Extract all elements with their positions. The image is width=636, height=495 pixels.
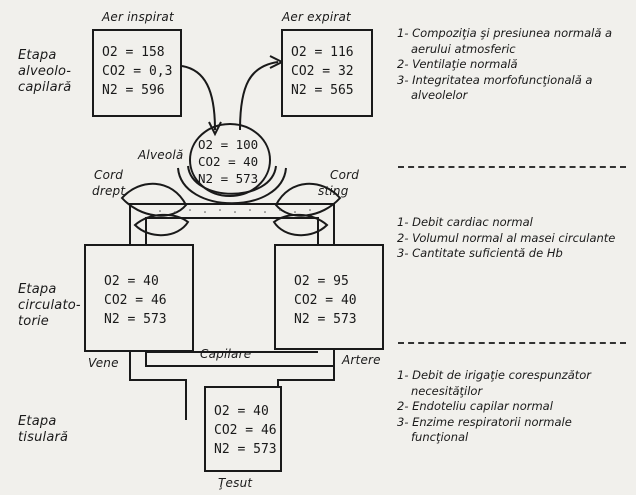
expiration-arrow xyxy=(239,61,279,131)
left-heart-lower xyxy=(272,213,329,237)
systemic-vessel-outer xyxy=(129,350,187,420)
note-tissue-3: 3- Enzime respiratorii normale funcţiona… xyxy=(397,414,572,445)
notes-circulatory: 1- Debit cardiac normal 2- Volumul norma… xyxy=(397,215,629,262)
tissue-n2: N2 = 573 xyxy=(214,442,277,457)
separator-2 xyxy=(398,342,626,344)
inspired-o2: O2 = 158 xyxy=(102,45,165,60)
caption-expired-air: Aer expirat xyxy=(282,10,351,24)
note-tissue-2: 2- Endoteliu capilar normal xyxy=(397,399,553,413)
note-circulatory-2: 2- Volumul normal al masei circulante xyxy=(397,230,616,245)
expired-air-box: O2 = 116 CO2 = 32 N2 = 565 xyxy=(281,29,373,117)
venous-blood-box: O2 = 40 CO2 = 46 N2 = 573 xyxy=(84,244,194,352)
separator-1 xyxy=(398,166,626,168)
tissue-o2: O2 = 40 xyxy=(214,404,269,419)
venous-co2: CO2 = 46 xyxy=(104,293,167,308)
arterial-blood-box: O2 = 95 CO2 = 40 N2 = 573 xyxy=(274,244,384,350)
stage-label-tissue: Etapa tisulară xyxy=(18,414,69,445)
caption-capillaries: Capilare xyxy=(200,347,252,361)
arterial-n2: N2 = 573 xyxy=(294,312,357,327)
notes-alveolo-capillary: 1- Compoziţia şi presiunea normală a aer… xyxy=(397,26,629,104)
arterial-co2: CO2 = 40 xyxy=(294,293,357,308)
note-circulatory-1: 1- Debit cardiac normal xyxy=(397,215,533,229)
caption-tissue: Ţesut xyxy=(218,476,253,490)
venous-o2: O2 = 40 xyxy=(104,274,159,289)
right-heart-shape xyxy=(120,182,188,217)
expired-n2: N2 = 565 xyxy=(291,83,354,98)
caption-alveola: Alveolă xyxy=(138,148,184,162)
tissue-box: O2 = 40 CO2 = 46 N2 = 573 xyxy=(204,386,282,472)
stage-label-alveolo-capillary: Etapa alveolo- capilară xyxy=(18,48,72,95)
venous-n2: N2 = 573 xyxy=(104,312,167,327)
pulmonary-vessel-inner xyxy=(145,217,319,246)
expired-o2: O2 = 116 xyxy=(291,45,354,60)
tissue-co2: CO2 = 46 xyxy=(214,423,277,438)
arterial-o2: O2 = 95 xyxy=(294,274,349,289)
inspired-air-box: O2 = 158 CO2 = 0,3 N2 = 596 xyxy=(92,29,182,117)
caption-inspired-air: Aer inspirat xyxy=(102,10,174,24)
alveola-n2: N2 = 573 xyxy=(198,171,259,186)
inspiration-arrow xyxy=(181,65,216,131)
alveola-o2: O2 = 100 xyxy=(198,137,259,152)
caption-right-heart-2: drept xyxy=(92,184,126,198)
note-tissue-1: 1- Debit de irigaţie corespunzător neces… xyxy=(397,368,592,398)
note-alveolo-2: 2- Ventilaţie normală xyxy=(397,57,518,71)
caption-left-heart-2: sting xyxy=(318,184,349,198)
stage-label-circulatory: Etapa circulato- torie xyxy=(18,282,81,329)
alveola-values: O2 = 100 CO2 = 40 N2 = 573 xyxy=(198,136,258,187)
notes-tissue: 1- Debit de irigaţie corespunzător neces… xyxy=(397,368,629,446)
caption-right-heart-1: Cord xyxy=(94,168,124,182)
note-alveolo-1: 1- Compoziţia şi presiunea normală a aer… xyxy=(397,26,613,56)
caption-arteries: Artere xyxy=(342,353,381,367)
note-alveolo-3: 3- Integritatea morfofuncţională a alveo… xyxy=(397,72,593,103)
alveola-circle xyxy=(189,123,271,197)
arterial-vessel-outer xyxy=(277,350,335,420)
caption-veins: Vene xyxy=(88,356,119,370)
alveola-co2: CO2 = 40 xyxy=(198,154,259,169)
caption-left-heart-1: Cord xyxy=(330,168,360,182)
expired-co2: CO2 = 32 xyxy=(291,64,354,79)
note-circulatory-3: 3- Cantitate suficientă de Hb xyxy=(397,246,563,260)
inspired-co2: CO2 = 0,3 xyxy=(102,64,173,79)
pulmonary-vessel-outer xyxy=(129,203,335,246)
inspired-n2: N2 = 596 xyxy=(102,83,165,98)
right-heart-lower xyxy=(133,213,190,237)
alveolar-capillary-inner xyxy=(187,165,277,195)
